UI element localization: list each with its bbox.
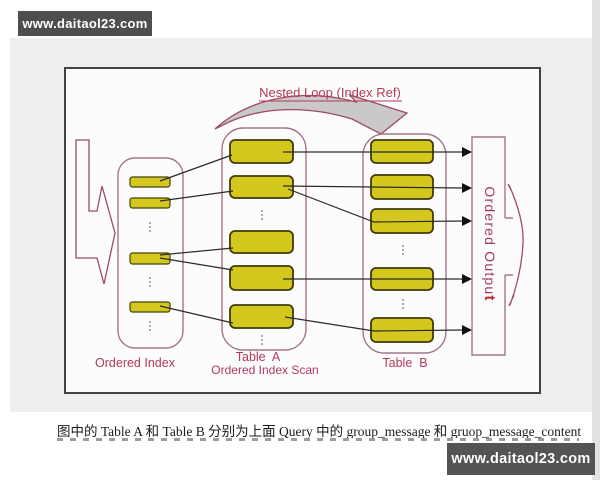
index-entry [129,301,171,313]
table-b-ellipsis [402,245,404,309]
watermark-bottom-right: www.daitaol23.com [447,443,595,475]
index-entry [129,252,171,265]
index-to-table-a-lines [159,154,234,324]
table-a-row [229,304,294,329]
index-entry [129,197,171,209]
nested-loop-label: Nested Loop (Index Ref) [259,85,401,100]
output-chevron-icon [507,183,524,307]
caption-line1: 图中的 Table A 和 Table B 分别为上面 Query 中的 gro… [57,424,582,438]
caption-line2-clipped [57,438,579,441]
page-right-strip [592,0,600,480]
ordered-output-label: Ordered Output [481,186,498,301]
input-flow-arrow-icon [75,139,116,285]
table-a-row [229,265,294,291]
table-b-label: Table B [382,356,427,370]
ordered-output-notch [505,217,513,276]
table-a-row [229,230,294,254]
ordered-output-box [471,136,506,356]
nested-loop-arrow-icon [214,93,409,135]
table-a-label: Table A [236,350,281,364]
diagram-frame [64,67,541,394]
output-red-arrow-glyph: t [481,295,498,301]
ordered-index-label: Ordered Index [95,356,176,370]
table-a-row [229,175,294,199]
watermark-top-left: www.daitaol23.com [18,11,152,36]
table-a-sublabel: Ordered Index Scan [211,363,318,377]
table-a-ellipsis [261,210,263,345]
index-entry [129,176,171,188]
output-arrowheads [462,147,472,335]
table-a-to-output-lines [282,151,464,332]
table-a-container [221,127,307,351]
table-b-container [362,133,447,354]
index-ellipsis [149,222,151,331]
